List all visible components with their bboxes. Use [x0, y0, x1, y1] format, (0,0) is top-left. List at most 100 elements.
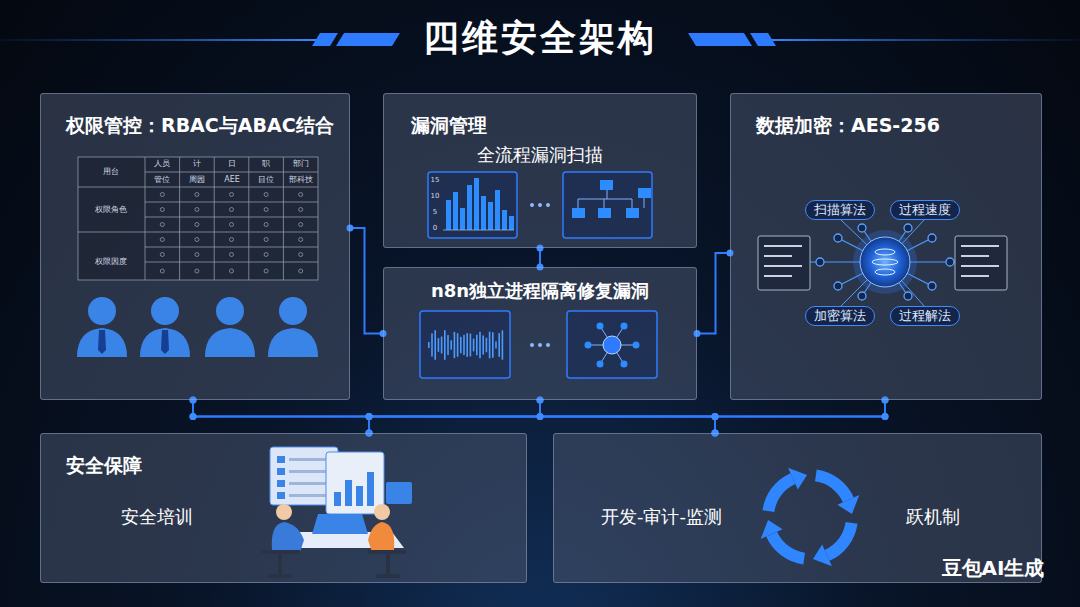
connector [369, 400, 885, 433]
table-line [248, 157, 249, 280]
junction-dot [190, 413, 197, 420]
chart-bar [509, 216, 514, 230]
chart-bar [460, 208, 465, 230]
wave-bar [482, 335, 484, 354]
panel-bar [356, 486, 363, 506]
table-cell: 人员 [154, 160, 170, 169]
table-mark [160, 223, 164, 227]
crypto-node [946, 258, 954, 266]
chart-axis [443, 230, 514, 231]
wave-bar [486, 338, 488, 353]
junction-dot [190, 397, 197, 404]
wave-bar [438, 338, 440, 352]
title: 四维安全架构 [0, 14, 1080, 63]
table-line [283, 157, 284, 280]
node-text: 安全培训 [121, 506, 193, 528]
panel-fill [40, 433, 527, 583]
table-mark [160, 193, 164, 197]
connector [350, 228, 383, 334]
crypto-node [858, 292, 866, 300]
panel-fill [730, 93, 1042, 400]
table-mark [299, 208, 303, 212]
table-mark [299, 238, 303, 242]
table-line [214, 157, 215, 280]
person-tie [98, 330, 106, 354]
table-mark [264, 223, 268, 227]
connector [697, 253, 730, 334]
wave-bar [495, 342, 497, 349]
table-mark [160, 238, 164, 242]
table-line [179, 157, 180, 280]
table-mark [195, 223, 199, 227]
wave-bar [489, 332, 491, 359]
junction-dot [694, 330, 701, 337]
panel-box: 安全保障安全培训 [40, 433, 527, 583]
wave-bar [457, 333, 459, 356]
table-cell: 周园 [189, 176, 205, 185]
junction-dot [347, 225, 354, 232]
junction-dot [882, 397, 889, 404]
crypto-node [904, 292, 912, 300]
junction-dot [190, 397, 197, 404]
cycle-head [837, 495, 859, 514]
chart-bar [495, 190, 500, 230]
hub-pattern [875, 249, 895, 255]
node-text: 开发-审计-监测 [601, 506, 722, 528]
person-body [77, 328, 127, 357]
document-line [764, 275, 792, 277]
table-mark [299, 253, 303, 257]
person-head [279, 297, 307, 325]
ellipsis-dot [538, 343, 542, 347]
table-mark [195, 269, 199, 273]
ellipsis-dot [530, 203, 534, 207]
table-mark [299, 223, 303, 227]
table-line [145, 262, 318, 263]
crypto-node [834, 234, 842, 242]
table-mark [264, 208, 268, 212]
wave-bar [479, 332, 481, 358]
screen-line [289, 494, 329, 497]
chart-bar [502, 210, 507, 230]
title-rule [0, 39, 320, 41]
person-body [368, 522, 394, 552]
axis-label: 0 [433, 225, 437, 233]
crypto-node [904, 224, 912, 232]
laptop [312, 514, 368, 534]
junction-dot [712, 413, 719, 420]
table-mark [264, 193, 268, 197]
cycle-head [813, 544, 832, 566]
person-body [268, 328, 318, 357]
person-head [88, 297, 116, 325]
junction-dot [882, 397, 889, 404]
connector [715, 400, 885, 433]
table-cell: 日 [228, 160, 236, 169]
panel-heading: 安全保障 [66, 454, 142, 477]
crypto-hub [860, 237, 910, 287]
junction-dot [537, 397, 544, 404]
panel-box: 权限管控：RBAC与ABAC结合 [40, 93, 350, 400]
cycle-arc [772, 534, 805, 559]
wave-bar [466, 333, 468, 357]
ellipsis-dot [546, 343, 550, 347]
junction-dot [366, 413, 373, 420]
panel-bar [345, 480, 352, 506]
person-body [140, 328, 190, 357]
chart-bar [481, 196, 486, 230]
watermark: 豆包AI生成 [942, 557, 1045, 579]
panel-bar [367, 472, 374, 506]
wave-box [420, 311, 510, 378]
document-icon [758, 236, 810, 290]
junction-dot [537, 245, 544, 252]
table-cell: 管位 [154, 176, 170, 185]
cycle-arc [827, 523, 852, 556]
title-rule [760, 39, 1080, 41]
node-text: 数据加密：AES-256 [756, 114, 940, 137]
table-line [145, 172, 318, 173]
hub-glow [853, 230, 917, 294]
document-line [961, 245, 999, 247]
flow-block [598, 208, 611, 218]
junction-dot [190, 413, 197, 420]
flow-line [578, 190, 644, 208]
flow-block [626, 208, 639, 218]
